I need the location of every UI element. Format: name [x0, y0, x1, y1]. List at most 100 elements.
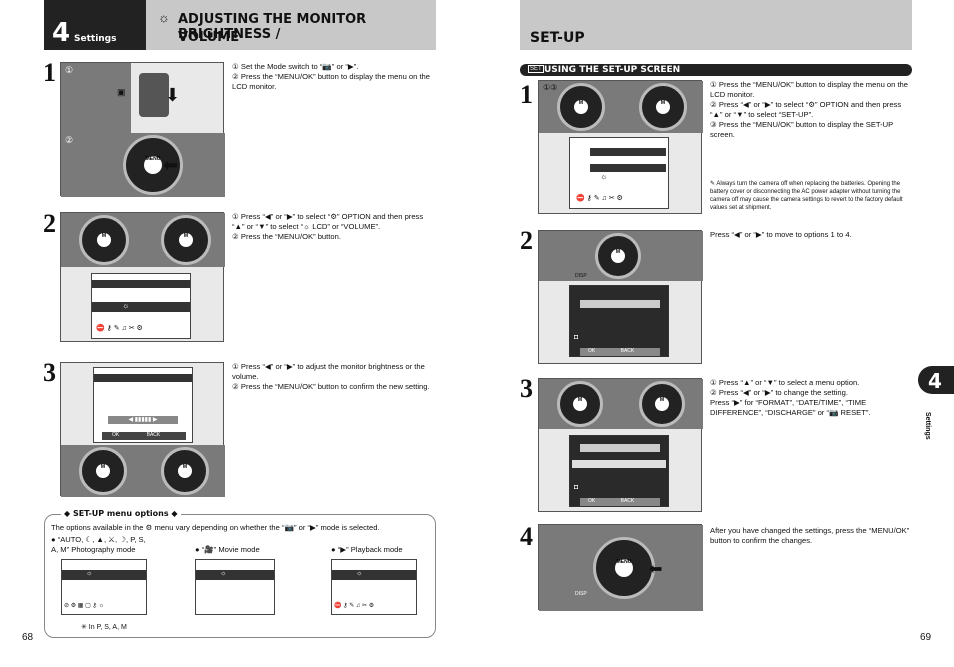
mode-photo-line1: ● “AUTO, ☾, ▲, ⚔, ☽, P, S,: [51, 535, 146, 544]
brightness-screen: ◀ ▮▮▮▮▮ ▶ OK BACK: [93, 367, 193, 443]
step1-text: ① Set the Mode switch to “📷” or “▶”. ② P…: [232, 62, 434, 92]
menu-icon-row: ⛔ ⚷ ✎ ♫ ✂ ⚙: [334, 603, 375, 609]
left-page-number: 68: [22, 632, 34, 643]
menu-icon-row: ⛔ ⚷ ✎ ♫ ✂ ⚙: [96, 325, 143, 332]
control-dial: MENU: [593, 537, 655, 599]
setup-step1-item1: ① Press the “MENU/OK” button to display …: [710, 80, 909, 99]
back-label: BACK: [620, 348, 635, 354]
setup-lcd-screen: ◘ OK BACK: [569, 285, 669, 357]
side-tab-number: 4: [928, 369, 942, 393]
setup-tabs-bar: [580, 444, 660, 452]
pointing-hand-icon: ⬅: [649, 561, 663, 578]
menu-ok-button: M: [611, 249, 625, 263]
setup-step2-figure: M DISP ◘ OK BACK: [538, 230, 703, 364]
mode-label-playback: ● “▶” Playback mode: [331, 545, 403, 554]
step1-figure: ① ⬇ ▣ ② MENU ⬅: [60, 62, 225, 197]
sun-icon: ☼: [158, 10, 170, 25]
step3-text: ① Press “◀” or “▶” to adjust the monitor…: [232, 362, 434, 392]
mode-switch: [139, 73, 169, 117]
playback-menu-screen: ☼ ⛔ ⚷ ✎ ♫ ✂ ⚙: [331, 559, 417, 615]
control-dial-b: M: [639, 83, 687, 131]
ok-label: OK: [588, 498, 596, 504]
setup-step2-text: Press “◀” or “▶” to move to options 1 to…: [710, 230, 852, 239]
left-title-line2: VOLUME: [178, 30, 240, 45]
menu-selected-row: [92, 302, 190, 312]
menu-ok-button: M: [96, 464, 110, 478]
left-title-line1: ADJUSTING THE MONITOR BRIGHTNESS /: [178, 12, 367, 42]
mode-label-movie: ● “🎥” Movie mode: [195, 545, 260, 554]
brightness-slider: ◀ ▮▮▮▮▮ ▶: [108, 416, 178, 424]
sun-icon: ☼: [600, 172, 608, 181]
ok-label: OK: [588, 348, 596, 354]
step-marker-2: ②: [65, 135, 74, 145]
step2-figure: M M ☼ ⛔ ⚷ ✎ ♫ ✂ ⚙: [60, 212, 225, 342]
menu-header-bar: [92, 280, 190, 288]
control-dial: MENU: [123, 135, 183, 195]
menu-header-bar: [590, 148, 666, 156]
menu-selected-row: [590, 164, 666, 172]
menu-header-bar: [62, 570, 146, 580]
note-text: Always turn the camera off when replacin…: [710, 181, 903, 211]
setup-menu-screen: ☼ ⛔ ⚷ ✎ ♫ ✂ ⚙: [569, 137, 669, 209]
control-dial-a: M: [79, 215, 129, 265]
menu-header-bar: [332, 570, 416, 580]
step3-figure: ◀ ▮▮▮▮▮ ▶ OK BACK M M: [60, 362, 225, 497]
setup-options-box: ◆ SET-UP menu options ◆ The options avai…: [44, 509, 436, 638]
menu-screen: ☼ ⛔ ⚷ ✎ ♫ ✂ ⚙: [91, 273, 191, 339]
step-marker-1: ①: [65, 65, 74, 75]
menu-ok-button: M: [97, 233, 111, 247]
menu-ok-button: M: [655, 397, 669, 411]
movie-menu-screen: ☼: [195, 559, 275, 615]
step2-item1: ① Press “◀” or “▶” to select “⚙” OPTION …: [232, 212, 424, 231]
step3-item2: ② Press the “MENU/OK” button to confirm …: [232, 382, 430, 391]
setup-step3-item2: ② Press “◀” or “▶” to change the setting…: [710, 388, 848, 397]
ok-back-bar: OK BACK: [102, 432, 186, 440]
chapter-number: 4: [52, 18, 71, 48]
note-icon: ✎: [710, 181, 717, 187]
control-dial-b: M: [161, 447, 209, 495]
right-title: SET-UP: [530, 30, 585, 46]
camera-mode-icon: ▣: [117, 87, 126, 97]
menu-header-bar: [196, 570, 274, 580]
chapter-number-box: 4 Settings: [44, 0, 146, 50]
sun-icon: ☼: [86, 570, 93, 577]
camera-icon: ◘: [574, 484, 579, 491]
control-dial: M: [595, 233, 641, 279]
setup-step4-figure: MENU ⬅ DISP: [538, 524, 703, 611]
setup-options-heading: ◆ SET-UP menu options ◆: [61, 509, 181, 518]
setup-icon: SET: [528, 65, 544, 73]
setup-footnote: ✳ In P, S, A, M: [81, 624, 127, 631]
setup-step1-text: ① Press the “MENU/OK” button to display …: [710, 80, 912, 140]
ok-back-bar: OK BACK: [580, 498, 660, 506]
menu-icon-row: ⛔ ⚷ ✎ ♫ ✂ ⚙: [576, 195, 623, 202]
back-label: BACK: [620, 498, 635, 504]
sun-icon: ☼: [220, 570, 227, 577]
menu-ok-button: M: [179, 233, 193, 247]
setup-note: ✎ Always turn the camera off when replac…: [710, 180, 912, 212]
control-dial-b: M: [161, 215, 211, 265]
menu-ok-button: M: [178, 464, 192, 478]
camera-icon: ◘: [574, 334, 579, 341]
selected-option-row: [572, 460, 666, 468]
setup-step1-figure: ①③ M M ☼ ⛔ ⚷ ✎ ♫ ✂ ⚙: [538, 80, 703, 214]
setup-step4-text: After you have changed the settings, pre…: [710, 526, 910, 545]
section-title: USING THE SET-UP SCREEN: [544, 65, 681, 75]
step-number: 1: [520, 80, 533, 109]
disp-label: DISP: [575, 273, 587, 279]
step2-item2: ② Press the “MENU/OK” button.: [232, 232, 341, 241]
step-marker-13: ①③: [543, 83, 558, 92]
setup-step3-item3: Press “▶” for “FORMAT”, “DATE/TIME”, “TI…: [710, 398, 871, 417]
mode-label-photo: ● “AUTO, ☾, ▲, ⚔, ☽, P, S, A, M” Photogr…: [51, 535, 181, 555]
side-chapter-tab: 4: [918, 366, 954, 394]
left-title-banner: ☼ ADJUSTING THE MONITOR BRIGHTNESS / VOL…: [146, 0, 436, 50]
control-dial-a: M: [557, 381, 603, 427]
setup-step1-item2: ② Press “◀” or “▶” to select “⚙” OPTION …: [710, 100, 902, 119]
setup-lcd-screen: ◘ OK BACK: [569, 435, 669, 507]
disp-label: DISP: [575, 591, 587, 597]
step-number: 3: [43, 358, 56, 387]
control-dial-a: M: [79, 447, 127, 495]
setup-options-intro: The options available in the ⚙ menu vary…: [51, 523, 380, 532]
sun-icon: ☼: [122, 301, 130, 310]
right-page-number: 69: [920, 632, 932, 643]
setup-tabs-bar: [580, 300, 660, 308]
